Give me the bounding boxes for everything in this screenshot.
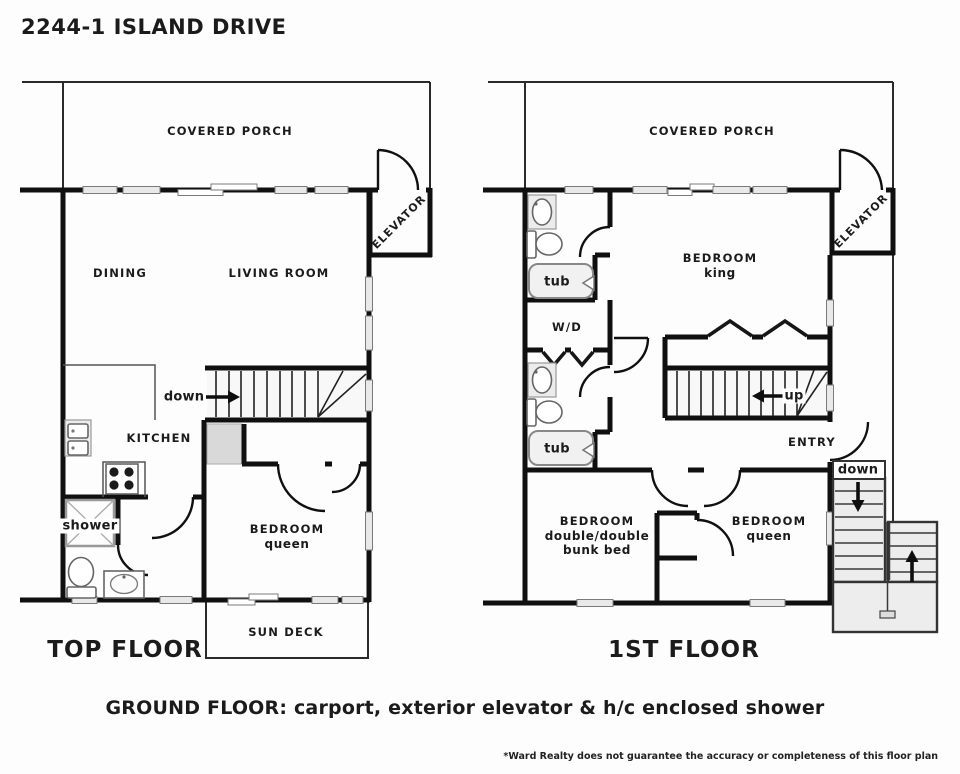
exterior-stairs: [831, 460, 939, 634]
ground-floor-note: GROUND FLOOR: carport, exterior elevator…: [105, 697, 825, 719]
label-wd: W/D: [551, 320, 583, 334]
label-tub-lower: tub: [544, 441, 570, 457]
down-arrow-icon-2: [851, 482, 865, 512]
porch-outline-2: [488, 81, 894, 522]
label-living-room: LIVING ROOM: [228, 266, 330, 280]
first-floor-plan: [483, 81, 939, 634]
up-arrow-icon-2: [905, 550, 919, 582]
label-bedroom-bunk-sub1: double/double: [544, 529, 650, 543]
label-sun-deck: SUN DECK: [248, 625, 324, 639]
toilet: [66, 556, 97, 599]
label-stairs-down-top: down: [163, 389, 205, 405]
label-bedroom-king: BEDROOM: [682, 251, 758, 265]
door-arcs: [116, 148, 420, 577]
label-entry: ENTRY: [788, 435, 836, 449]
kitchen-sink: [64, 419, 92, 457]
door-arcs-2: [578, 148, 884, 557]
down-arrow-icon: [206, 390, 240, 404]
label-bedroom-bunk-sub2: bunk bed: [563, 543, 631, 557]
label-bedroom-bunk: BEDROOM: [559, 514, 635, 528]
bathroom2-tub: [528, 430, 595, 466]
label-bedroom-top-sub: queen: [264, 537, 310, 551]
bathroom-sink: [103, 570, 145, 599]
disclaimer-text: *Ward Realty does not guarantee the accu…: [503, 751, 938, 762]
label-bedroom-queen-1st: BEDROOM: [731, 514, 807, 528]
label-stairs-down-1st: down: [837, 462, 879, 478]
label-shower: shower: [60, 518, 120, 534]
stove: [105, 463, 139, 495]
bathroom1-toilet: [526, 230, 563, 259]
porch-outline: [22, 81, 431, 188]
label-dining: DINING: [93, 266, 147, 280]
label-first-floor: 1ST FLOOR: [608, 637, 760, 663]
page-title: 2244-1 ISLAND DRIVE: [21, 15, 287, 39]
label-kitchen: KITCHEN: [126, 431, 192, 445]
label-bedroom-top: BEDROOM: [249, 522, 325, 536]
label-stairs-up: up: [782, 388, 806, 404]
pantry-closet: [206, 423, 243, 465]
label-bedroom-king-sub: king: [704, 266, 736, 280]
bathroom1-tub: [528, 263, 595, 299]
label-tub-upper: tub: [544, 274, 570, 290]
top-floor-plan: [20, 81, 433, 659]
label-bedroom-queen-sub: queen: [746, 529, 792, 543]
closet-bifold-doors: [706, 318, 809, 338]
bathroom1-sink: [527, 194, 557, 230]
label-top-floor: TOP FLOOR: [47, 637, 203, 663]
interior-walls-2: [525, 190, 830, 603]
bathroom2-toilet: [526, 398, 563, 427]
label-covered-porch-1st: COVERED PORCH: [649, 124, 775, 138]
sun-deck-outline: [205, 602, 369, 659]
up-arrow-icon: [752, 389, 786, 403]
kitchen-counter: [63, 364, 156, 497]
interior-walls: [63, 365, 369, 600]
label-covered-porch-top: COVERED PORCH: [167, 124, 293, 138]
bathroom2-sink: [527, 362, 557, 398]
